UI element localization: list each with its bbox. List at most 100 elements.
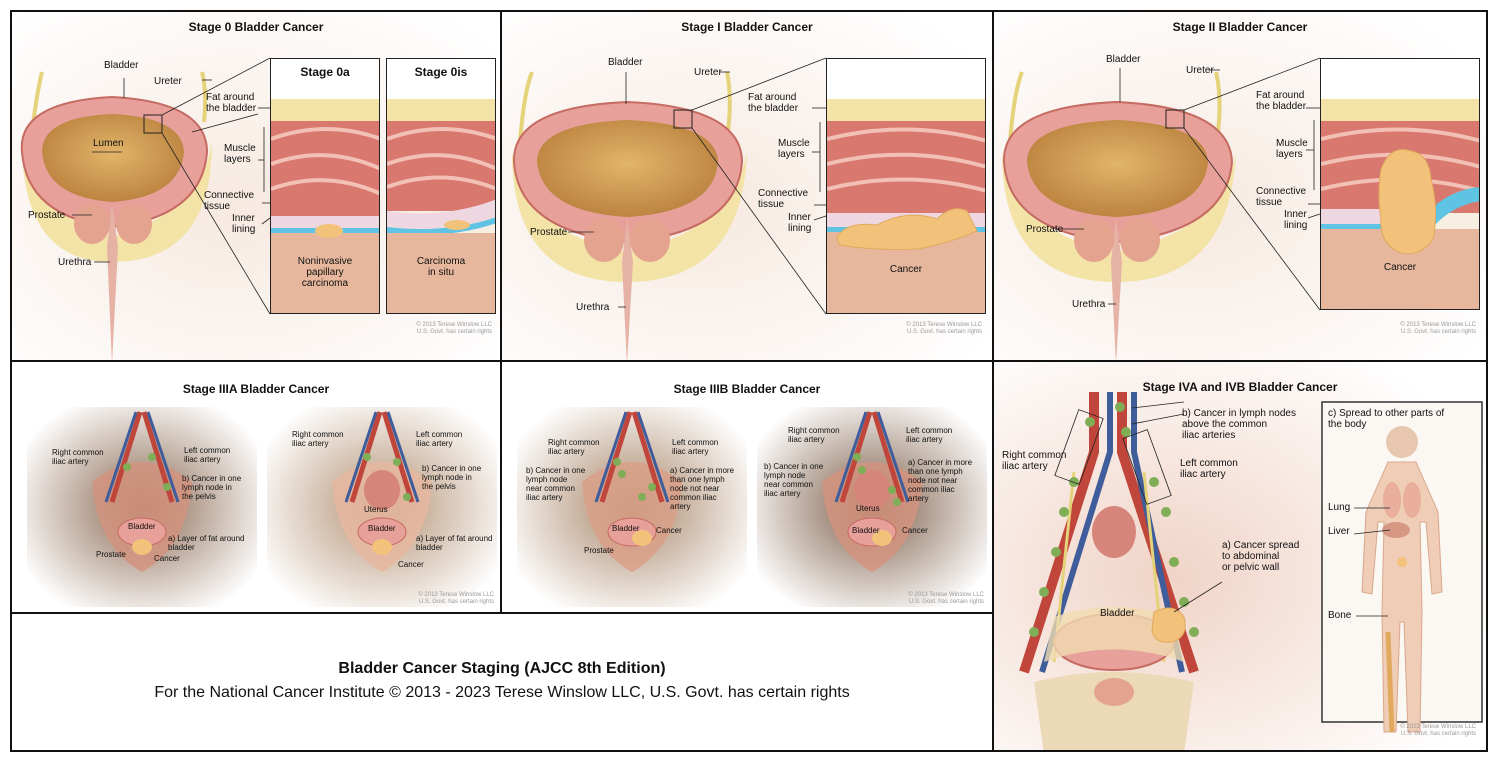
label-bladder: Bladder [608,57,643,68]
label-ureter: Ureter [154,76,182,87]
label-uterus: Uterus [856,504,880,513]
label-prostate: Prostate [584,546,614,555]
panel-title: Stage II Bladder Cancer [1172,20,1308,34]
label-cancer-f: Cancer [902,526,928,535]
label-prostate: Prostate [96,550,126,559]
copyright: © 2013 Terese Winslow LLC U.S. Govt. has… [906,322,982,335]
panel-stage-2: Stage II Bladder Cancer Bladder Ureter F… [992,10,1488,362]
label-cancer: Cancer [656,526,682,535]
stage-3a-illustration [12,362,500,612]
inset-title: Stage 0is [414,65,468,79]
label-left-iliac: Left common iliac artery [184,446,231,464]
label-inner: Inner lining [1284,209,1308,231]
inset-stage-2: Cancer [1320,58,1480,310]
label-more-f: a) Cancer in more than one lymph node no… [908,458,973,503]
label-left-iliac-f: Left common iliac artery [416,430,463,448]
label-bladder: Bladder [612,524,640,533]
label-bladder: Bladder [1106,54,1141,65]
inset-title: Stage 0a [300,65,350,79]
copyright: © 2013 Terese Winslow LLC U.S. Govt. has… [908,592,984,605]
label-noninvasive: Noninvasive papillary carcinoma [297,256,353,289]
label-right-iliac: Right common iliac artery [548,438,600,456]
label-wall: a) Cancer spread to abdominal or pelvic … [1222,540,1300,573]
label-muscle: Muscle layers [224,143,256,165]
inset-stage-1: Cancer [826,58,986,314]
panel-stage-4: Stage IVA and IVB Bladder Cancer [992,360,1488,752]
label-lymph: b) Cancer in one lymph node in the pelvi… [182,474,242,501]
label-bone: Bone [1328,610,1352,621]
label-bladder-f: Bladder [852,526,880,535]
label-lumen: Lumen [93,138,124,149]
label-bladder: Bladder [104,60,139,71]
label-uterus: Uterus [364,505,388,514]
label-connective: Connective tissue [1256,186,1307,208]
label-bladder: Bladder [128,522,156,531]
label-connective: Connective tissue [758,188,809,210]
inset-2-tissue [1321,59,1479,309]
label-urethra: Urethra [1072,299,1106,310]
label-left-iliac: Left common iliac artery [672,438,719,456]
panel-title: Stage I Bladder Cancer [681,20,813,34]
caption-subtitle: For the National Cancer Institute © 2013… [154,684,850,701]
label-fat: a) Layer of fat around bladder [168,534,245,552]
panel-stage-3b: Stage IIIB Bladder Cancer Right common i… [500,360,994,614]
label-right-iliac: Right common iliac artery [1002,450,1067,472]
label-prostate: Prostate [1026,224,1064,235]
copyright: © 2013 Terese Winslow LLC U.S. Govt. has… [416,322,492,335]
label-fat: Fat around the bladder [206,92,257,114]
label-fat-f: a) Layer of fat around bladder [416,534,493,552]
caption-title: Bladder Cancer Staging (AJCC 8th Edition… [338,660,666,677]
label-cancer: Cancer [154,554,180,563]
label-ureter: Ureter [694,67,722,78]
label-prostate: Prostate [28,210,66,221]
copyright: © 2013 Terese Winslow LLC U.S. Govt. has… [1400,322,1476,335]
label-liver: Liver [1328,526,1350,537]
label-right-iliac-f: Right common iliac artery [292,430,344,448]
inset-0a-tissue [271,59,379,313]
label-muscle: Muscle layers [778,138,810,160]
inset-1-tissue [827,59,985,313]
panel-title: Stage IIIB Bladder Cancer [673,382,821,396]
label-bladder-f: Bladder [368,524,396,533]
caption: Bladder Cancer Staging (AJCC 8th Edition… [12,612,992,752]
label-cancer: Cancer [889,264,923,275]
panel-title: Stage 0 Bladder Cancer [188,20,324,34]
panel-stage-1: Stage I Bladder Cancer Bladder Ureter Fa… [500,10,994,362]
label-muscle: Muscle layers [1276,138,1308,160]
label-near-f: b) Cancer in one lymph node near common … [764,462,824,498]
copyright: © 2013 Terese Winslow LLC U.S. Govt. has… [418,592,494,605]
label-left-iliac: Left common iliac artery [1180,458,1238,480]
inset-stage-0is: Stage 0is Carcinoma in situ [386,58,496,314]
panel-title: Stage IIIA Bladder Cancer [182,382,330,396]
label-left-iliac-f: Left common iliac artery [906,426,953,444]
label-bladder: Bladder [1100,608,1135,619]
stage-3b-illustration [502,362,992,612]
label-inner: Inner lining [788,212,812,234]
inset-stage-0a: Stage 0a Noninvasive papillary carcinoma [270,58,380,314]
panel-title: Stage IVA and IVB Bladder Cancer [1142,380,1338,394]
label-lymph-f: b) Cancer in one lymph node in the pelvi… [422,464,482,491]
label-urethra: Urethra [58,257,92,268]
label-prostate: Prostate [530,227,568,238]
label-above: b) Cancer in lymph nodes above the commo… [1182,408,1296,441]
inset-0is-tissue [387,59,495,313]
label-fat: Fat around the bladder [748,92,799,114]
label-carcinoma-in-situ: Carcinoma in situ [416,256,466,278]
label-more: a) Cancer in more than one lymph node no… [670,466,735,511]
label-ureter: Ureter [1186,65,1214,76]
label-inner: Inner lining [232,213,256,235]
label-connective: Connective tissue [204,190,255,212]
label-near: b) Cancer in one lymph node near common … [526,466,586,502]
label-right-iliac: Right common iliac artery [52,448,104,466]
label-lung: Lung [1328,502,1351,513]
panel-stage-0: Stage 0 Bladder Cancer Bladder Ureter Lu… [10,10,502,362]
panel-stage-3a: Stage IIIA Bladder Cancer Right common i… [10,360,502,614]
label-right-iliac-f: Right common iliac artery [788,426,840,444]
label-cancer-f: Cancer [398,560,424,569]
label-urethra: Urethra [576,302,610,313]
label-cancer: Cancer [1383,262,1417,273]
label-body-title: c) Spread to other parts of the body [1328,408,1445,430]
label-fat: Fat around the bladder [1256,90,1307,112]
stage-4-illustration [994,362,1486,750]
copyright: © 2023 Terese Winslow LLC U.S. Govt. has… [1400,724,1476,737]
